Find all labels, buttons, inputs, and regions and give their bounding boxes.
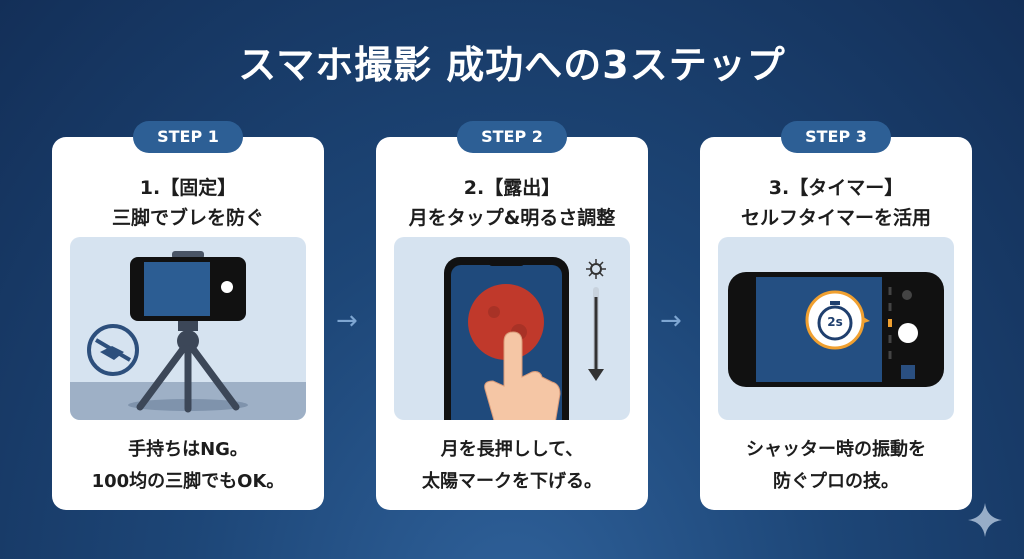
caption-line: 手持ちはNG。 — [128, 439, 248, 460]
caption-line: シャッター時の振動を — [746, 439, 926, 460]
step-2-card: STEP 2 2.【露出】月をタップ&明るさ調整 月を長押しして、太陽マークを下… — [376, 121, 648, 510]
step-badge: STEP 3 — [781, 121, 891, 153]
caption-line: 月を長押しして、 — [440, 439, 584, 460]
exposure-illustration — [394, 237, 630, 420]
step-3-card: STEP 3 3.【タイマー】セルフタイマーを活用 2s シャッター時の振動を防… — [700, 121, 972, 510]
page-title: スマホ撮影 成功への3ステップ — [238, 43, 786, 87]
heading-line: セルフタイマーを活用 — [740, 207, 931, 229]
step-badge: STEP 1 — [133, 121, 243, 153]
heading-line: 1.【固定】 — [139, 177, 237, 199]
timer-illustration: 2s — [718, 237, 954, 420]
arrow-icon: → — [336, 306, 358, 336]
heading-line: 3.【タイマー】 — [768, 177, 904, 199]
finger-icon — [484, 331, 561, 420]
caption-line: 防ぐプロの技。 — [773, 471, 899, 492]
step-caption: シャッター時の振動を防ぐプロの技。 — [700, 434, 972, 498]
tripod-illustration — [70, 237, 306, 420]
moon-icon — [468, 284, 544, 360]
arrow-icon: → — [660, 306, 682, 336]
step-heading: 1.【固定】三脚でブレを防ぐ — [52, 173, 324, 233]
caption-line: 太陽マークを下げる。 — [422, 471, 602, 492]
no-handheld-icon — [87, 324, 139, 376]
step-1-card: STEP 1 1.【固定】三脚でブレを防ぐ 手持ちはNG。 100均の三脚でもOK… — [52, 121, 324, 510]
caption-line: 100均の三脚でもOK。 — [91, 471, 285, 492]
step-badge: STEP 2 — [457, 121, 567, 153]
step-heading: 2.【露出】月をタップ&明るさ調整 — [376, 173, 648, 233]
stopwatch-icon — [805, 290, 865, 350]
step-heading: 3.【タイマー】セルフタイマーを活用 — [700, 173, 972, 233]
heading-line: 2.【露出】 — [463, 177, 561, 199]
step-caption: 月を長押しして、太陽マークを下げる。 — [376, 434, 648, 498]
step-caption: 手持ちはNG。 100均の三脚でもOK。 — [52, 434, 324, 498]
timer-label: 2s — [827, 315, 843, 329]
sun-icon — [586, 259, 606, 279]
heading-line: 月をタップ&明るさ調整 — [408, 207, 616, 229]
heading-line: 三脚でブレを防ぐ — [111, 207, 264, 229]
sparkle-icon — [968, 503, 1002, 537]
